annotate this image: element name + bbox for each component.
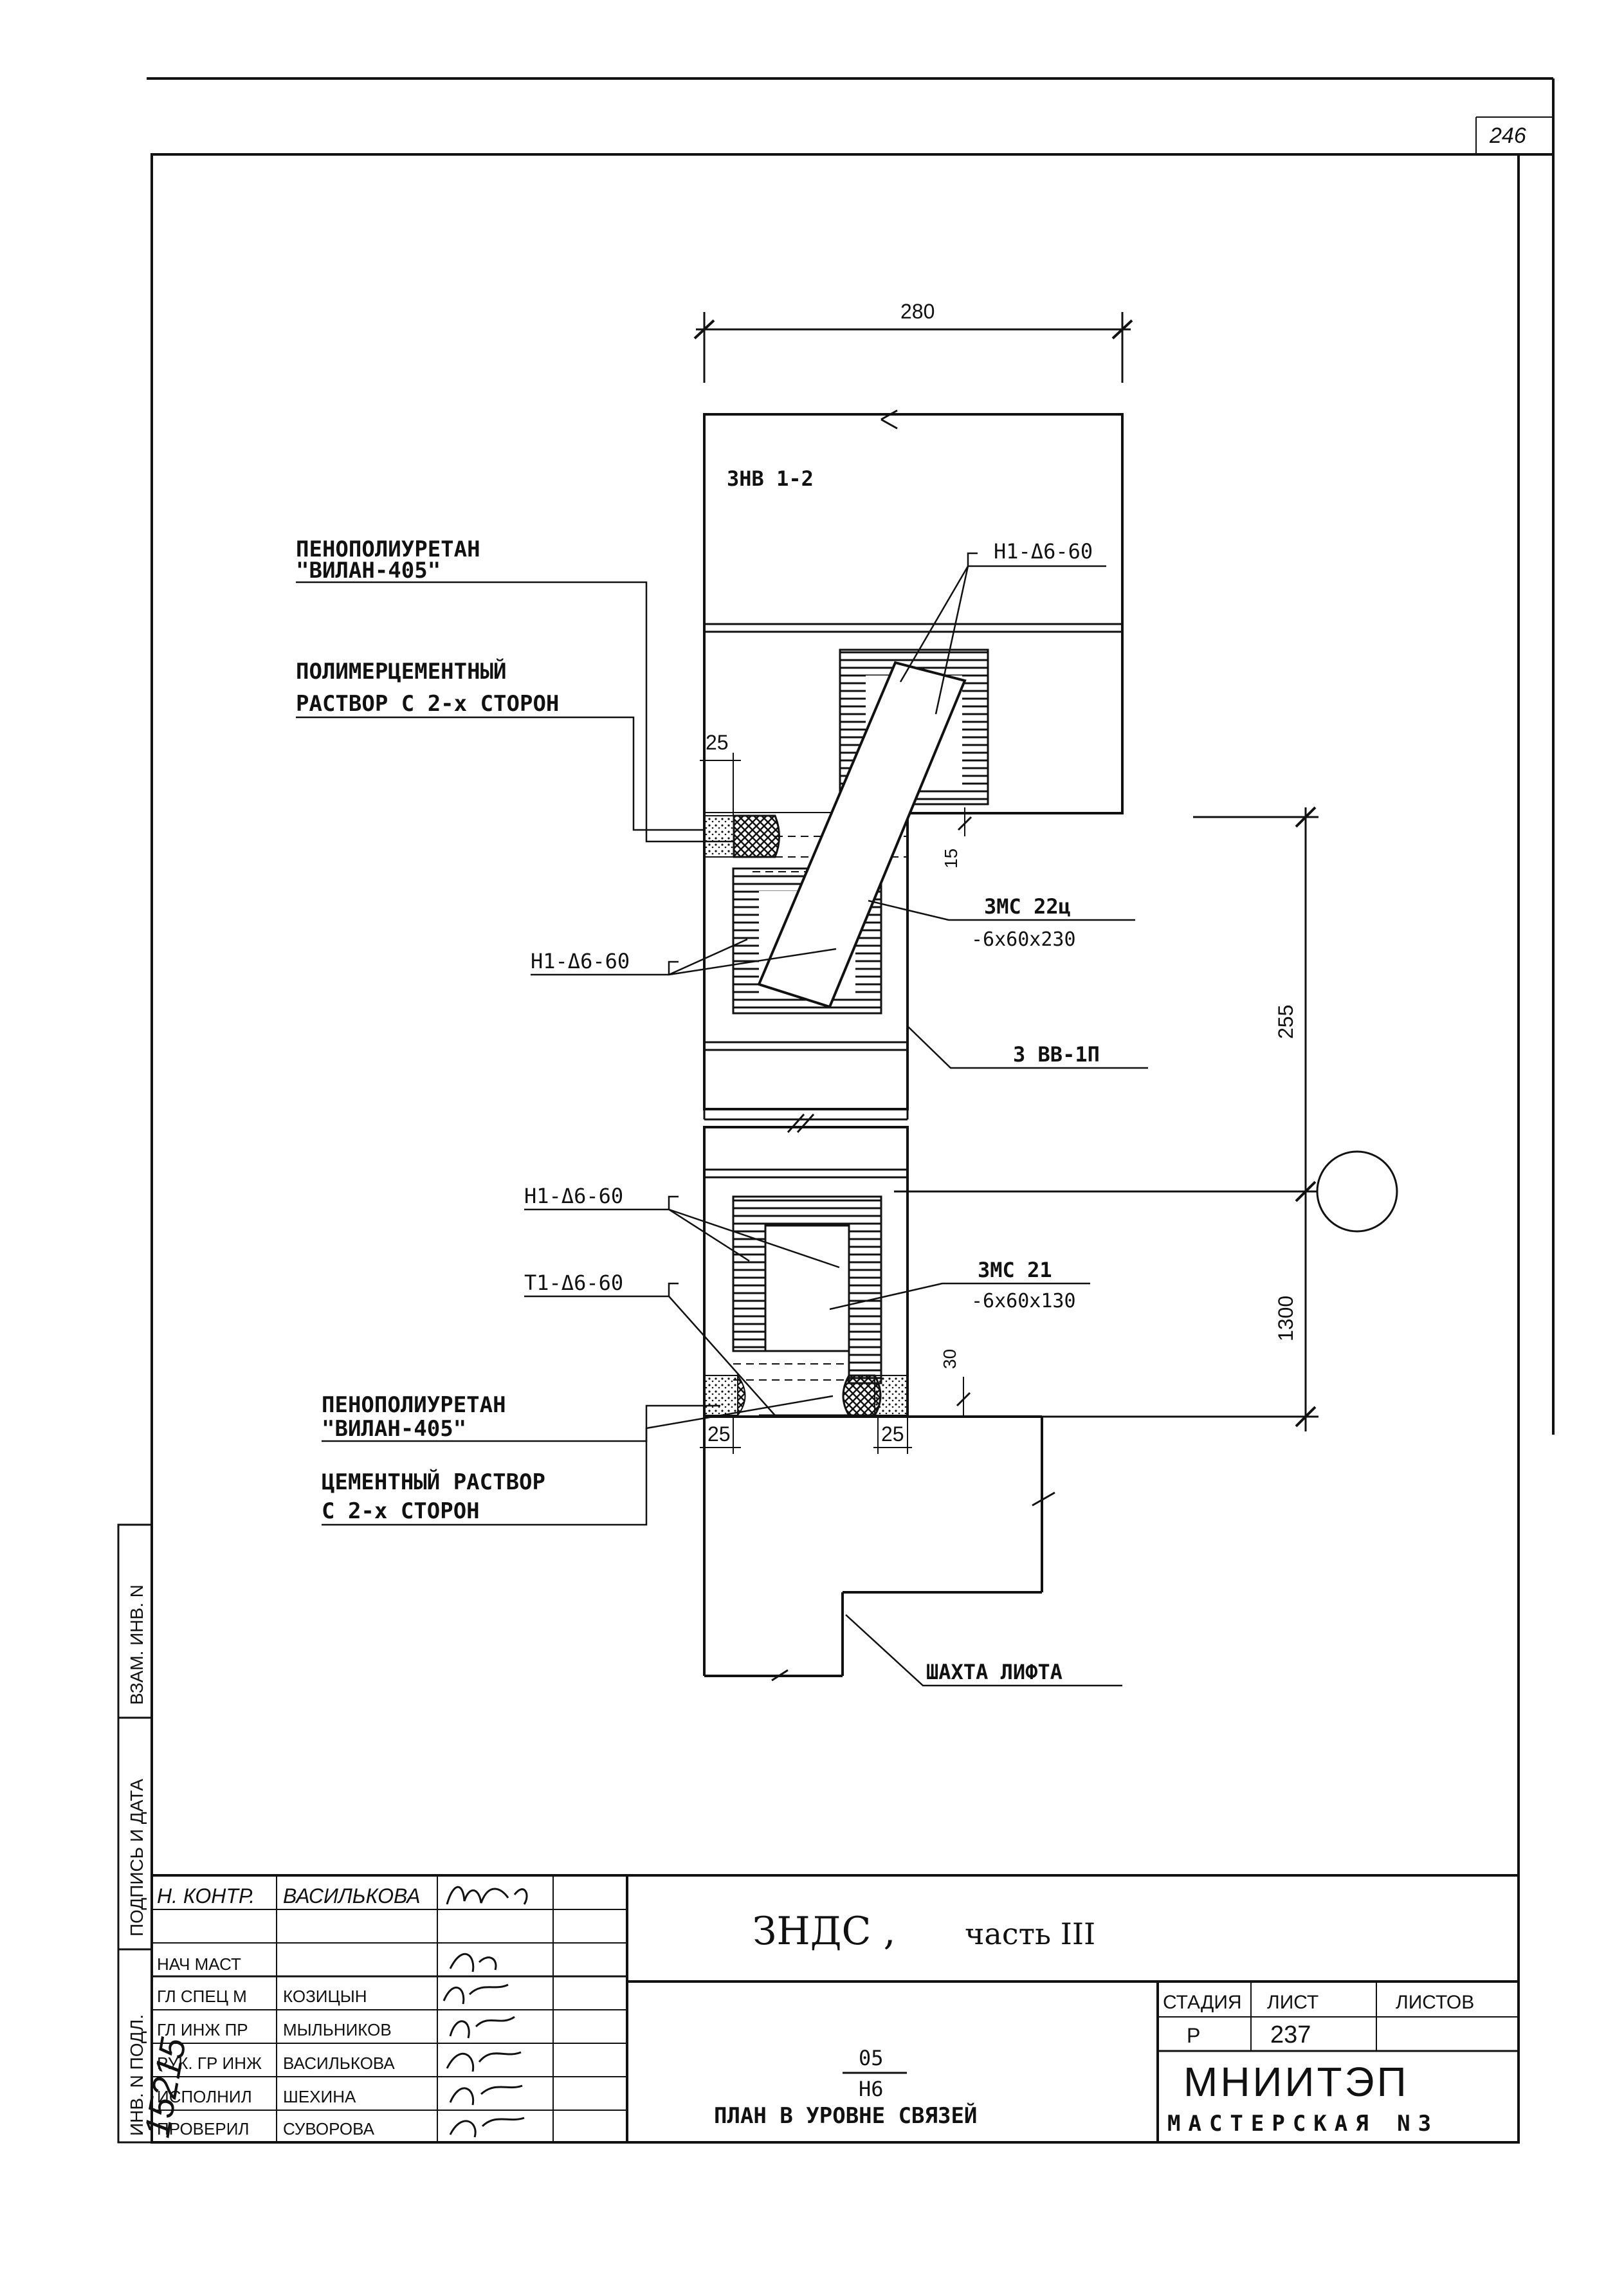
stage-value: Р (1187, 2024, 1200, 2047)
label-h1-low: Н1-Δ6-60 (524, 1184, 623, 1208)
sheet-header: ЛИСТ (1267, 1992, 1318, 2013)
role-0: Н. КОНТР. (157, 1884, 255, 1908)
name-3: КОЗИЦЫН (283, 1987, 367, 2006)
role-7: ПРОВЕРИЛ (157, 2119, 249, 2138)
label-zms21-2: -6x60x130 (971, 1290, 1076, 1312)
dim-25-top: 25 (706, 731, 729, 754)
label-zms21-1: ЗМС 21 (978, 1258, 1052, 1282)
label-shaft: ШАХТА ЛИФТА (926, 1660, 1063, 1684)
name-0: ВАСИЛЬКОВА (283, 1884, 421, 1908)
dim-15: 15 (941, 849, 961, 869)
polymer-mortar-top (733, 814, 780, 858)
label-foam-top-1: ПЕНОПОЛИУРЕТАН (296, 537, 480, 562)
name-7: СУВОРОВА (283, 2119, 375, 2138)
role-5: РУК. ГР ИНЖ (157, 2054, 262, 2073)
polyurethane-joint-top (704, 815, 734, 858)
dim-25-bottom-left: 25 (707, 1422, 731, 1446)
project-part: часть III (965, 1917, 1095, 1951)
title-block (151, 1874, 1520, 2144)
label-h1-top: Н1-Δ6-60 (994, 539, 1093, 564)
signatures (442, 1886, 528, 2138)
dim-1300: 1300 (1274, 1296, 1297, 1341)
name-5: ВАСИЛЬКОВА (283, 2054, 395, 2073)
role-4: ГЛ ИНЖ ПР (157, 2020, 248, 2039)
name-6: ШЕХИНА (283, 2087, 356, 2106)
dim-255: 255 (1274, 1005, 1297, 1039)
label-t1: Т1-Δ6-60 (524, 1271, 623, 1295)
code-bottom: Н6 (859, 2077, 884, 2101)
label-zms22-2: -6x60x230 (971, 928, 1076, 951)
label-polymer-2: РАСТВОР С 2-х СТОРОН (296, 691, 559, 717)
role-3: ГЛ СПЕЦ М (157, 1987, 247, 2006)
sheet-value: 237 (1270, 2021, 1311, 2048)
label-vv: 3 ВВ-1П (1013, 1042, 1100, 1067)
stamp-inv-sub: ИНВ. N ПОДЛ. (127, 2014, 147, 2136)
diagonal-plate-zms22 (757, 661, 967, 1009)
label-panel: ЗНВ 1-2 (727, 466, 814, 491)
polyurethane-joint-bottom (704, 1375, 738, 1416)
plate-zms21 (764, 1224, 850, 1352)
dim-25-bottom-right: 25 (881, 1422, 904, 1446)
label-foam-top-2: "ВИЛАН-405" (296, 558, 441, 584)
dim-30: 30 (940, 1349, 960, 1369)
axis-marker (1316, 1150, 1398, 1233)
label-polymer-1: ПОЛИМЕРЦЕМЕНТНЫЙ (296, 658, 507, 685)
stamp-vzam-inv: ВЗАМ. ИНВ. N (127, 1585, 147, 1705)
label-h1-mid: Н1-Δ6-60 (531, 949, 630, 973)
plan-drawing (296, 312, 1398, 1687)
stage-header: СТАДИЯ (1163, 1992, 1242, 2013)
label-foam-bot-2: "ВИЛАН-405" (322, 1416, 466, 1442)
workshop: МАСТЕРСКАЯ N3 (1167, 2111, 1439, 2137)
role-6: ИСПОЛНИЛ (157, 2087, 252, 2106)
code-top: 05 (859, 2046, 884, 2070)
label-foam-bot-1: ПЕНОПОЛИУРЕТАН (322, 1392, 506, 1418)
project-title: ЗНДС , (753, 1909, 896, 1954)
cement-mortar-left (737, 1373, 746, 1417)
sheets-header: ЛИСТОВ (1396, 1992, 1474, 2013)
label-cement-1: ЦЕМЕНТНЫЙ РАСТВОР (322, 1469, 545, 1495)
sheet-number: 246 (1489, 124, 1526, 148)
dim-280: 280 (900, 300, 935, 323)
side-stamp-strip (117, 1523, 153, 2144)
organization: МНИИТЭП (1183, 2059, 1409, 2105)
role-2: НАЧ МАСТ (157, 1954, 241, 1974)
label-cement-2: С 2-х СТОРОН (322, 1498, 480, 1524)
name-4: МЫЛЬНИКОВ (283, 2020, 392, 2039)
stamp-sign-date: ПОДПИСЬ И ДАТА (127, 1779, 147, 1936)
sheet-title: ПЛАН В УРОВНЕ СВЯЗЕЙ (714, 2102, 977, 2129)
label-zms22-1: ЗМС 22ц (984, 894, 1071, 919)
